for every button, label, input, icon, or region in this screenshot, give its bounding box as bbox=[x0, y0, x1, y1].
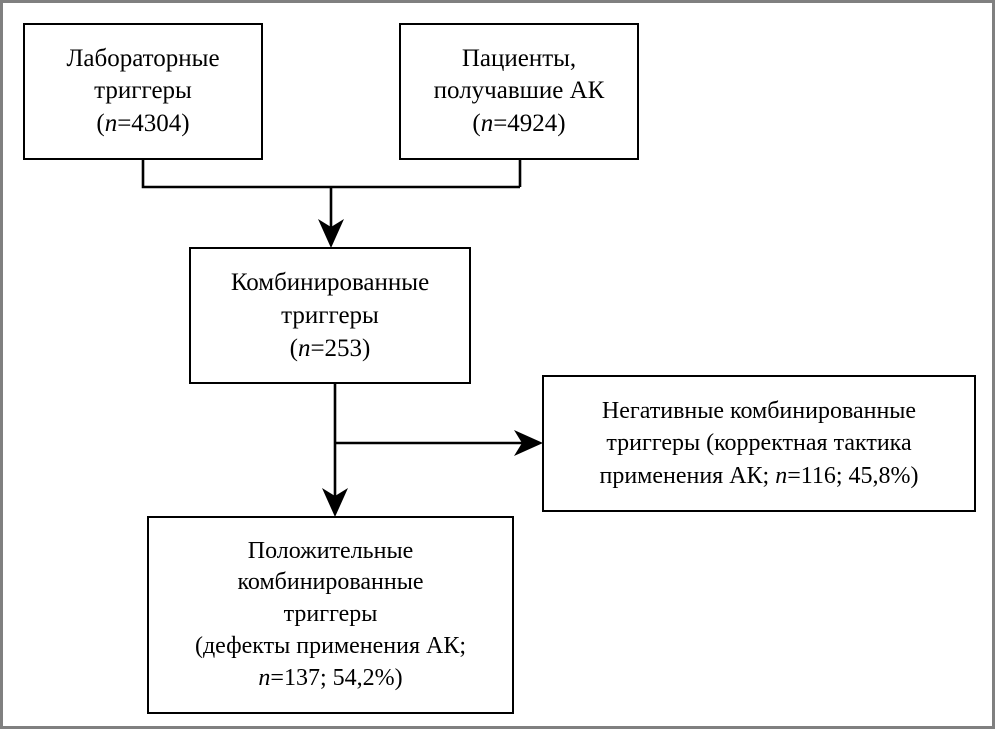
node-combined-triggers-text: Комбинированные триггеры (n=253) bbox=[191, 266, 469, 365]
n-variable: n bbox=[297, 335, 311, 362]
n-variable: n bbox=[258, 664, 271, 691]
n-value: =4924) bbox=[493, 109, 566, 137]
node-combined-triggers-line2: триггеры bbox=[281, 302, 379, 329]
node-lab-triggers[interactable]: Лабораторные триггеры (n=4304) bbox=[23, 23, 263, 160]
node-combined-triggers-count: (n=253) bbox=[197, 332, 463, 365]
node-patients-ak-line1: Пациенты, bbox=[461, 44, 577, 72]
node-positive-triggers-line3: триггеры bbox=[283, 601, 378, 628]
node-positive-triggers-line1: Положительные bbox=[247, 537, 414, 564]
arrowhead-into-negative bbox=[514, 430, 543, 456]
negative-line3-prefix: применения АК; bbox=[599, 462, 776, 489]
node-positive-triggers-line2: комбинированные bbox=[237, 569, 424, 596]
node-positive-triggers[interactable]: Положительные комбинированные триггеры (… bbox=[147, 516, 514, 714]
node-patients-ak-line2: получавшие АК bbox=[433, 77, 605, 105]
node-patients-ak[interactable]: Пациенты, получавшие АК (n=4924) bbox=[399, 23, 639, 160]
node-positive-triggers-text: Положительные комбинированные триггеры (… bbox=[149, 536, 512, 694]
arrowhead-into-combined bbox=[318, 219, 344, 248]
paren-open: ( bbox=[472, 109, 481, 137]
node-negative-triggers-line3: применения АК; n=116; 45,8%) bbox=[550, 460, 968, 492]
node-negative-triggers-line2: триггеры (корректная тактика bbox=[606, 430, 912, 457]
negative-line3-suffix: =116; 45,8%) bbox=[787, 462, 919, 489]
paren-open: ( bbox=[289, 335, 298, 362]
paren-open: ( bbox=[96, 109, 105, 137]
n-value: =4304) bbox=[117, 109, 190, 137]
positive-line5-suffix: =137; 54,2%) bbox=[270, 664, 403, 691]
n-variable: n bbox=[104, 109, 118, 137]
n-variable: n bbox=[480, 109, 494, 137]
node-positive-triggers-line5: n=137; 54,2%) bbox=[155, 663, 506, 695]
n-value: =253) bbox=[310, 335, 371, 362]
node-combined-triggers-line1: Комбинированные bbox=[230, 269, 430, 296]
node-negative-triggers[interactable]: Негативные комбинированные триггеры (кор… bbox=[542, 375, 976, 512]
arrowhead-into-positive bbox=[322, 488, 348, 517]
n-variable: n bbox=[775, 462, 788, 489]
node-lab-triggers-line2: триггеры bbox=[94, 77, 192, 105]
node-negative-triggers-line1: Негативные комбинированные bbox=[601, 398, 917, 425]
node-lab-triggers-count: (n=4304) bbox=[31, 108, 255, 141]
node-patients-ak-count: (n=4924) bbox=[407, 108, 631, 141]
node-lab-triggers-text: Лабораторные триггеры (n=4304) bbox=[25, 43, 261, 141]
node-lab-triggers-line1: Лабораторные bbox=[66, 44, 220, 72]
node-combined-triggers[interactable]: Комбинированные триггеры (n=253) bbox=[189, 247, 471, 384]
node-positive-triggers-line4: (дефекты применения АК; bbox=[194, 632, 467, 659]
node-patients-ak-text: Пациенты, получавшие АК (n=4924) bbox=[401, 43, 637, 141]
edge-lab-to-merge bbox=[141, 160, 520, 189]
node-negative-triggers-text: Негативные комбинированные триггеры (кор… bbox=[544, 395, 974, 491]
